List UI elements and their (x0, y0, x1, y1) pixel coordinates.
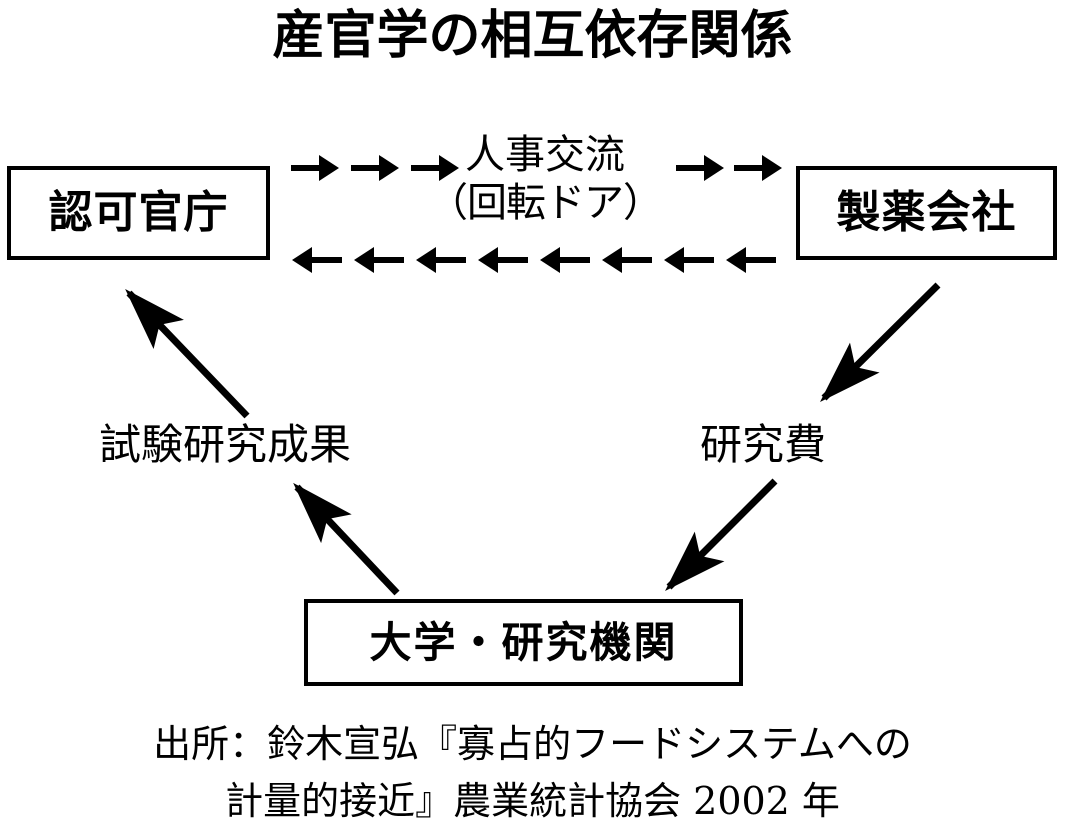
arrow-funding-lower (665, 478, 778, 591)
page-title: 産官学の相互依存関係 (272, 6, 793, 66)
arrow-row-top-left (291, 155, 459, 181)
arrow-right-icon (291, 155, 339, 181)
node-label-pharma: 製薬会社 (836, 187, 1017, 238)
arrow-left-icon (354, 247, 404, 273)
node-label-university: 大学・研究機関 (369, 617, 678, 667)
arrow-right-icon (411, 155, 459, 181)
source-line-1: 出所：鈴木宣弘『寡占的フードシステムへの (153, 722, 912, 766)
center-exchange-line1: 人事交流 (465, 132, 625, 178)
arrow-results-upper (125, 288, 250, 419)
node-label-agency: 認可官庁 (48, 187, 229, 238)
node-box-university[interactable]: 大学・研究機関 (304, 599, 743, 686)
center-exchange-label: 人事交流 （回転ドア） (420, 131, 670, 227)
node-box-pharma[interactable]: 製薬会社 (796, 166, 1057, 260)
arrow-left-icon (478, 247, 528, 273)
arrow-left-icon (726, 247, 776, 273)
arrow-left-icon (292, 247, 342, 273)
flow-label-funding: 研究費 (700, 420, 827, 469)
source-line-2: 計量的接近』農業統計協会 2002 年 (225, 779, 840, 823)
arrow-row-top-right (676, 155, 782, 181)
arrow-right-icon (676, 155, 724, 181)
node-box-agency[interactable]: 認可官庁 (7, 166, 270, 260)
arrow-row-bottom (292, 247, 776, 273)
flow-label-results: 試験研究成果 (99, 420, 352, 469)
arrow-funding-upper (820, 282, 941, 402)
arrow-left-icon (664, 247, 714, 273)
arrow-left-icon (602, 247, 652, 273)
source-citation: 出所：鈴木宣弘『寡占的フードシステムへの 計量的接近』農業統計協会 2002 年 (0, 716, 1065, 830)
arrow-left-icon (540, 247, 590, 273)
arrow-right-icon (734, 155, 782, 181)
arrow-left-icon (416, 247, 466, 273)
center-exchange-line2: （回転ドア） (428, 180, 663, 226)
arrow-right-icon (351, 155, 399, 181)
arrow-results-lower (293, 482, 400, 596)
